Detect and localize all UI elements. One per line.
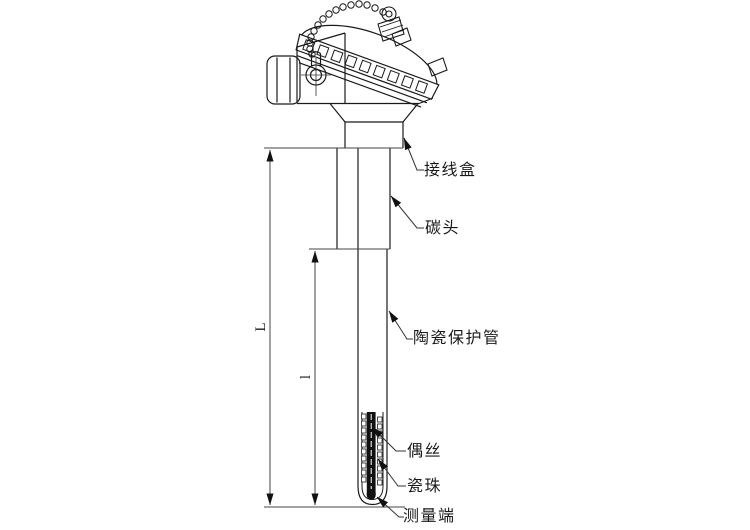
label-neck-tube: 碳头 (425, 220, 461, 237)
screw-centerlines (301, 58, 331, 96)
neck-tube (336, 148, 391, 249)
plug-hatching (379, 19, 405, 38)
leader-junction-box (403, 137, 424, 171)
leader-neck-tube (390, 195, 424, 229)
head-cap (295, 24, 440, 108)
cap-knurl-slots (302, 39, 429, 94)
cable-gland (266, 55, 301, 105)
label-measuring-end: 测量端 (403, 508, 456, 525)
cap-latch-lugs (391, 27, 448, 77)
label-dimension-l: l (298, 374, 314, 380)
label-ceramic-protection-tube: 陶瓷保护管 (413, 330, 501, 347)
terminal-head (266, 0, 448, 148)
label-dimension-L: L (253, 322, 269, 332)
leader-beads (377, 458, 406, 487)
screw-plug (377, 6, 405, 42)
leader-measuring-end (376, 496, 404, 518)
label-ceramic-beads: 瓷珠 (407, 478, 443, 495)
internal-assembly (361, 412, 383, 500)
leader-lines (371, 137, 424, 518)
leader-wires (371, 426, 406, 452)
neck-transition (329, 103, 419, 148)
leader-ceramic-tube (388, 310, 413, 340)
label-thermocouple-wires: 偶丝 (407, 443, 443, 460)
eye-bolt-screw (301, 51, 331, 96)
label-junction-box: 接线盒 (424, 162, 477, 179)
dimension-lines (264, 147, 405, 508)
cap-chain (306, 0, 387, 58)
measuring-junction (366, 489, 376, 500)
